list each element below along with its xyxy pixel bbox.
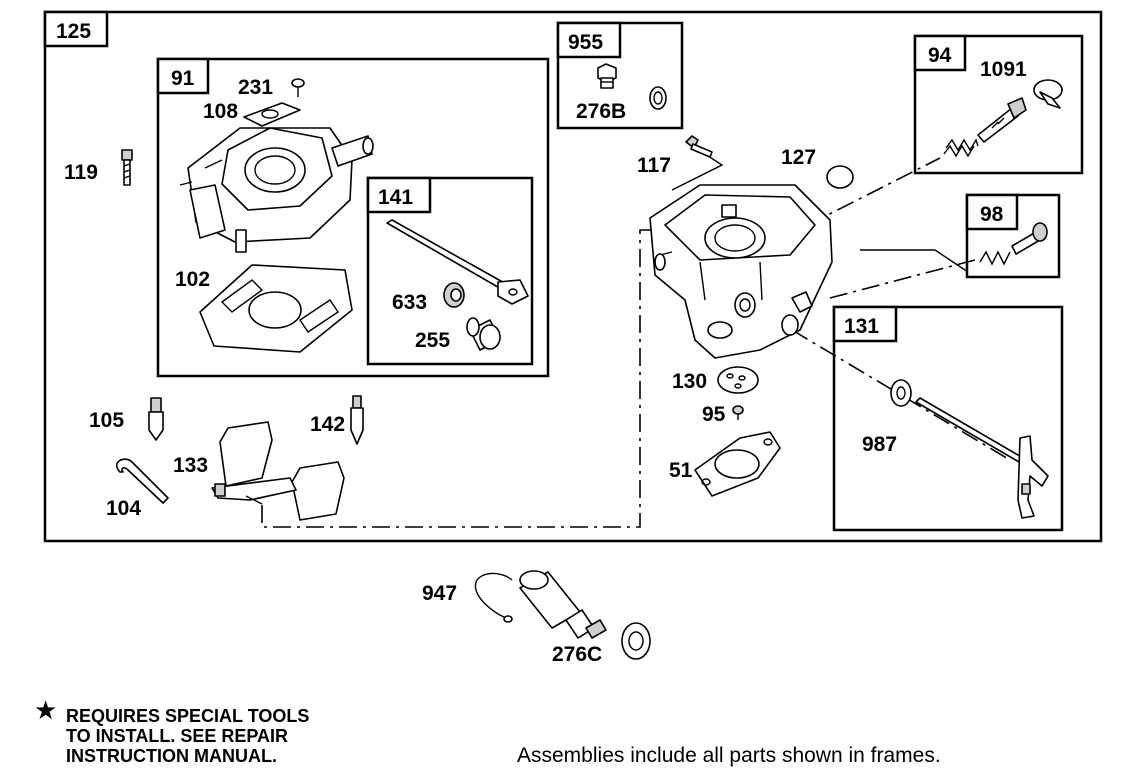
label-633: 633 [392,291,427,314]
frame-131: 131 [832,305,1064,532]
frame-label-955: 955 [568,31,603,54]
frame-141: 141 [366,176,534,366]
label-947: 947 [422,582,457,605]
label-276b: 276B [576,100,626,123]
part-119-screw-icon [121,149,133,186]
part-127-welch-plug-icon [826,165,854,189]
frame-955: 955 [556,21,684,130]
special-tools-note-line-3: INSTRUCTION MANUAL. [66,746,277,766]
label-108: 108 [203,100,238,123]
part-276b-washer-icon [649,86,667,110]
special-tools-star-icon: ★ [34,696,58,726]
frame-label-91: 91 [171,67,195,90]
frame-91: 91 [156,57,550,378]
part-117-screw-icon [685,135,713,158]
label-127: 127 [781,146,816,169]
label-104: 104 [106,497,141,520]
special-tools-note: REQUIRES SPECIAL TOOLS TO INSTALL. SEE R… [66,706,309,766]
label-142: 142 [310,413,345,436]
part-carburetor-top-icon [179,127,374,253]
label-1091: 1091 [980,58,1027,81]
part-1091-cap-icon [1033,79,1063,109]
part-94-needle-icon [977,97,1027,143]
part-276c-washer-icon [621,622,651,660]
label-117: 117 [637,154,671,177]
part-105-inlet-needle-icon [148,397,164,441]
part-141-throttle-shaft-icon [386,219,529,305]
part-130-choke-plate-icon [717,366,759,394]
part-131-choke-shaft-icon [915,397,1049,519]
label-102: 102 [175,268,210,291]
special-tools-note-line-1: REQUIRES SPECIAL TOOLS [66,706,310,726]
part-102-gasket-plate-icon [199,264,353,353]
assemblies-caption: Assemblies include all parts shown in fr… [517,744,941,767]
part-231-screw-icon [291,78,305,97]
part-955-plug-icon [597,63,617,89]
label-119: 119 [64,161,98,184]
part-255-bushing-icon [466,317,501,351]
part-98-screw-icon [1011,222,1048,255]
frame-94: 94 [913,34,1084,175]
leader-lines [261,151,1011,528]
label-133: 133 [173,454,208,477]
part-51-gasket-icon [694,431,781,497]
frame-label-141: 141 [378,186,413,209]
label-276c: 276C [552,643,602,666]
part-104-clip-icon [115,458,169,504]
label-51: 51 [669,459,693,482]
label-105: 105 [89,409,124,432]
part-633-seal-icon [443,282,465,308]
part-108-gasket-icon [243,102,301,127]
frame-125: 125 [43,10,1103,543]
frame-label-98: 98 [980,203,1004,226]
part-947-solenoid-icon [474,570,607,639]
frame-98: 98 [965,193,1061,279]
part-133-float-icon [211,421,345,521]
label-130: 130 [672,370,707,393]
part-94-spring-icon [943,138,979,158]
part-95-screw-icon [732,405,744,420]
frame-label-131: 131 [844,315,879,338]
label-987: 987 [862,433,897,456]
part-labels: 231 108 119 102 633 255 276B 117 127 109… [64,58,1027,666]
part-98-spring-icon [979,250,1011,266]
label-231: 231 [238,76,273,99]
part-carburetor-body-icon [649,184,833,359]
part-142-needle-icon [350,395,364,445]
label-95: 95 [702,403,726,426]
special-tools-note-line-2: TO INSTALL. SEE REPAIR [66,726,289,746]
frame-label-125: 125 [56,20,91,43]
frame-label-94: 94 [928,44,952,67]
part-987-seal-icon [890,379,912,407]
label-255: 255 [415,329,450,352]
